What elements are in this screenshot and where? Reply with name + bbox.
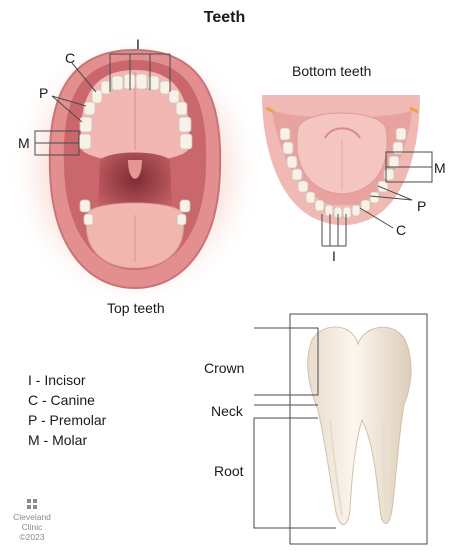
legend-item-molar: M - Molar xyxy=(28,430,106,450)
molar-cross-section xyxy=(290,314,427,544)
top-marker-canine: C xyxy=(65,50,75,66)
top-marker-molar: M xyxy=(18,135,30,151)
top-mouth xyxy=(7,30,263,310)
logo-copyright: ©2023 xyxy=(8,532,56,542)
bottom-jaw xyxy=(262,95,420,225)
tooth-body xyxy=(308,327,411,525)
legend-item-incisor: I - Incisor xyxy=(28,370,106,390)
legend-item-premolar: P - Premolar xyxy=(28,410,106,430)
bottom-marker-molar: M xyxy=(434,160,446,176)
top-marker-premolar: P xyxy=(39,85,48,101)
bottom-marker-canine: C xyxy=(396,222,406,238)
logo-mark-icon xyxy=(26,498,38,510)
label-neck: Neck xyxy=(211,403,243,419)
legend-item-canine: C - Canine xyxy=(28,390,106,410)
label-root: Root xyxy=(214,463,244,479)
cleveland-clinic-logo: Cleveland Clinic ©2023 xyxy=(8,498,56,542)
label-crown: Crown xyxy=(204,360,244,376)
legend: I - Incisor C - Canine P - Premolar M - … xyxy=(28,370,106,450)
bottom-teeth-caption: Bottom teeth xyxy=(292,63,371,79)
logo-line-2: Clinic xyxy=(8,522,56,532)
bottom-marker-incisor: I xyxy=(332,248,336,264)
bottom-marker-premolar: P xyxy=(417,198,426,214)
top-teeth-caption: Top teeth xyxy=(107,300,165,316)
logo-line-1: Cleveland xyxy=(8,512,56,522)
diagram-title: Teeth xyxy=(0,9,449,27)
top-marker-incisor: I xyxy=(136,36,140,52)
